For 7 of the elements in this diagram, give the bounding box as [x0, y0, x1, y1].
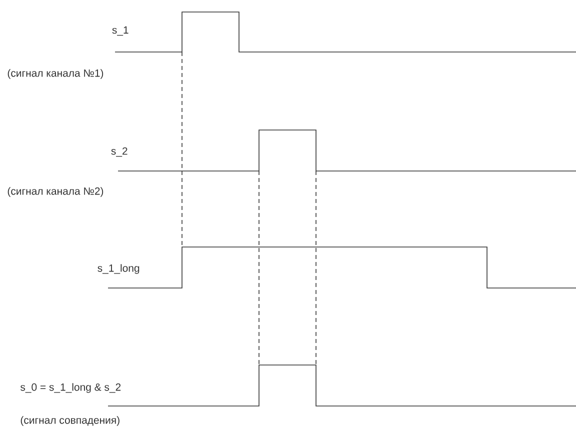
signal-label: s_1_long	[98, 264, 140, 274]
signal-label: s_1	[112, 26, 128, 36]
signal-label: s_2	[111, 147, 128, 157]
signal-description: (сигнал совпадения)	[20, 416, 120, 426]
signal-label: s_0 = s_1_long & s_2	[20, 383, 121, 393]
signal-description: (сигнал канала №1)	[8, 69, 104, 79]
signal-description: (сигнал канала №2)	[8, 187, 104, 197]
